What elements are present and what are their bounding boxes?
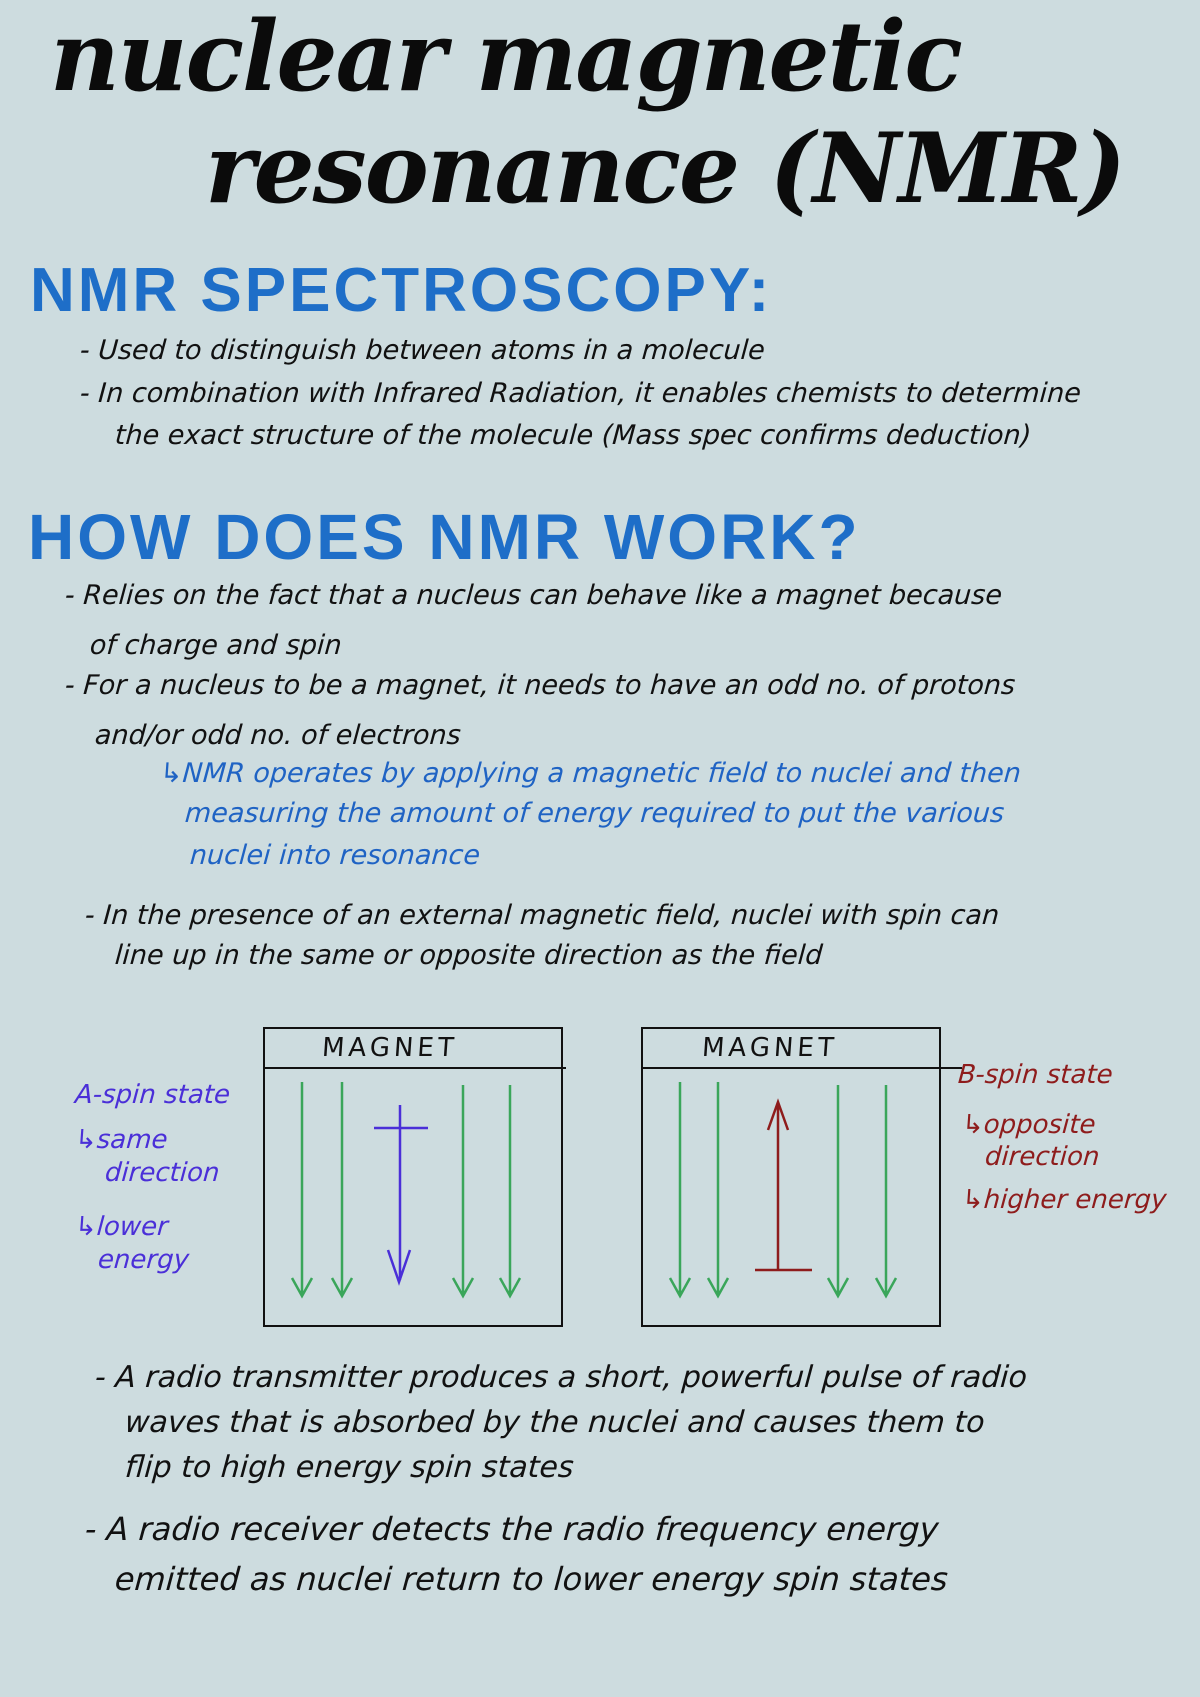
field-arrow [451,1085,475,1299]
alpha-note: ↳same [73,1125,169,1155]
heading-how-does-nmr-work: HOW DOES NMR WORK? [28,501,861,573]
right-magnet-label: MAGNET [700,1033,839,1063]
bullet: - A radio transmitter produces a short, … [93,1360,1029,1395]
field-arrow [290,1082,314,1299]
alpha-note: ↳lower [73,1212,169,1242]
heading-nmr-spectroscopy: NMR SPECTROSCOPY: [30,256,773,325]
field-arrows [290,1082,898,1299]
alpha-note: direction [103,1158,221,1188]
field-arrow [706,1082,730,1299]
field-arrow [498,1085,522,1299]
title-line-2: resonance (NMR) [205,112,1126,225]
beta-note: direction [983,1142,1101,1172]
field-arrow [330,1082,354,1299]
alpha-note: energy [96,1245,191,1275]
field-arrow [874,1085,898,1299]
beta-note: B-spin state [956,1060,1114,1090]
left-magnet-label: MAGNET [320,1033,459,1063]
beta-spin-arrow [755,1098,812,1272]
bullet: - A radio receiver detects the radio fre… [83,1510,940,1548]
alpha-note: A-spin state [73,1080,232,1110]
beta-note: ↳higher energy [960,1185,1168,1215]
bullet: flip to high energy spin states [123,1450,575,1485]
field-arrow [826,1085,850,1299]
bullet: emitted as nuclei return to lower energy… [113,1560,950,1598]
left-magnet-box [263,1027,566,1327]
right-magnet-box [641,1027,962,1327]
beta-note: ↳opposite [960,1110,1097,1140]
alpha-spin-arrow [374,1105,428,1286]
field-arrow [668,1082,692,1299]
bullet: waves that is absorbed by the nuclei and… [123,1405,986,1440]
title-line-1: nuclear magnetic [50,0,963,113]
